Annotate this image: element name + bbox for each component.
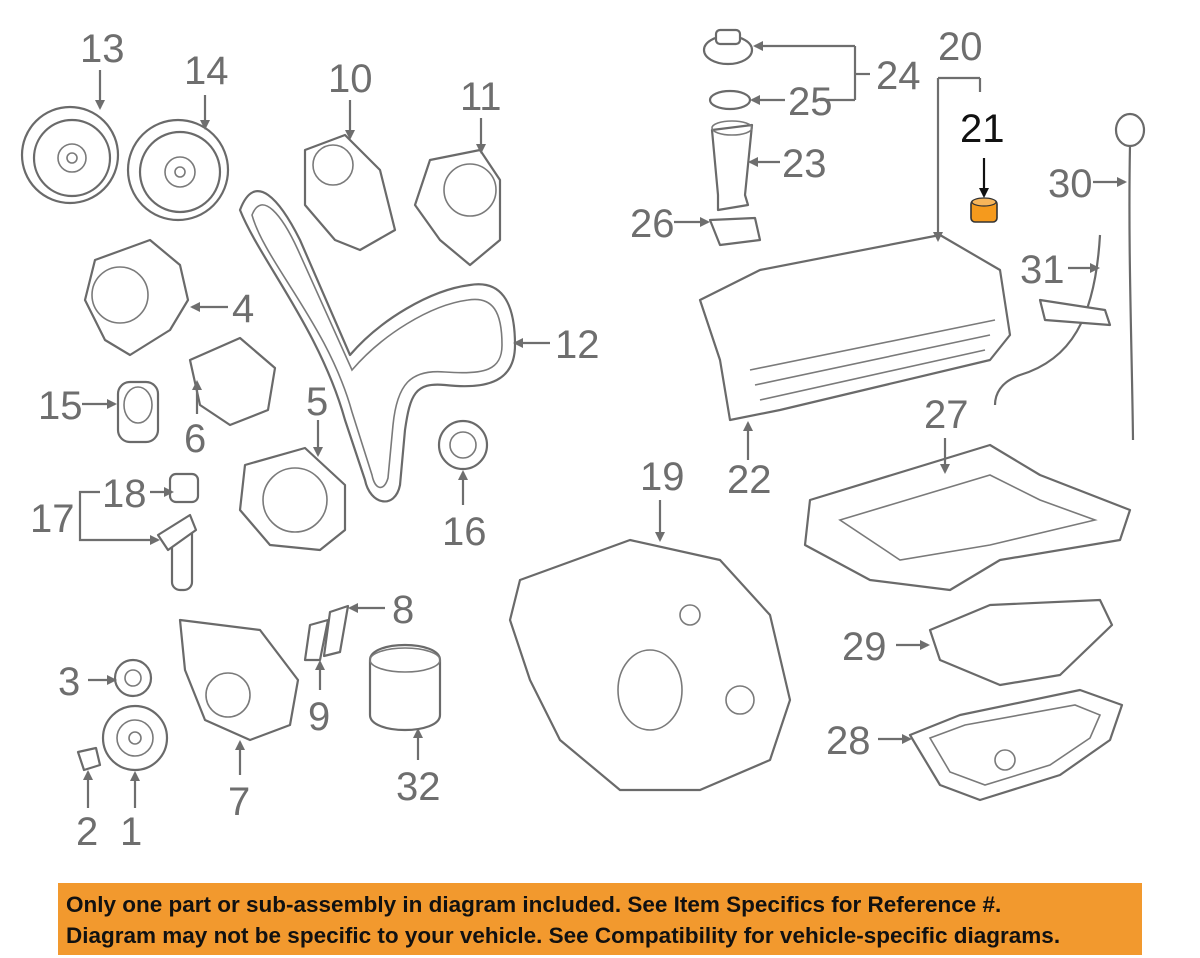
part-27-oil-pan-upper <box>803 443 1132 592</box>
part-14-camshaft-pulley <box>126 118 230 222</box>
callout-labels: 1 2 3 4 5 6 7 8 9 10 11 12 13 14 15 16 1… <box>30 25 1093 854</box>
callout-6: 6 <box>184 417 206 461</box>
part-4-housing <box>83 238 190 357</box>
disclaimer-line-1: Only one part or sub-assembly in diagram… <box>66 892 1002 917</box>
callout-10: 10 <box>328 57 373 101</box>
part-28-oil-pan-lower <box>908 688 1124 802</box>
part-12-timing-belt <box>238 190 517 503</box>
callout-24: 24 <box>876 54 921 98</box>
part-11-timing-cover <box>413 148 502 267</box>
part-32-oil-filter <box>368 644 442 731</box>
callout-27: 27 <box>924 393 969 437</box>
part-1-crankshaft-pulley <box>101 704 169 772</box>
callout-16: 16 <box>442 510 487 554</box>
callout-7: 7 <box>228 780 250 824</box>
disclaimer-banner: Only one part or sub-assembly in diagram… <box>58 883 1142 955</box>
callout-22: 22 <box>727 458 772 502</box>
part-8-gasket <box>322 604 350 658</box>
part-10-timing-cover <box>303 133 397 252</box>
part-6-bracket <box>188 336 277 427</box>
callout-20: 20 <box>938 25 983 69</box>
callout-21-highlighted: 21 <box>960 107 1005 151</box>
callout-13: 13 <box>80 27 125 71</box>
part-26-gasket <box>708 216 762 247</box>
part-24-oil-filler-cap <box>702 28 754 66</box>
part-18-sensor <box>168 472 200 504</box>
callout-5: 5 <box>306 380 328 424</box>
callout-14: 14 <box>184 49 229 93</box>
callout-17: 17 <box>30 497 75 541</box>
callout-1: 1 <box>120 810 142 854</box>
part-2-bolt <box>76 746 102 772</box>
callout-2: 2 <box>76 810 98 854</box>
part-17-sensor <box>156 513 198 592</box>
callout-9: 9 <box>308 695 330 739</box>
part-3-crank-gear <box>113 658 153 698</box>
callout-26: 26 <box>630 202 675 246</box>
part-30-dipstick <box>1114 112 1146 441</box>
callout-12: 12 <box>555 323 600 367</box>
callout-25: 25 <box>788 80 833 124</box>
callout-3: 3 <box>58 660 80 704</box>
callout-11: 11 <box>460 75 502 119</box>
part-22-valve-cover <box>698 233 1012 422</box>
disclaimer-line-2: Diagram may not be specific to your vehi… <box>66 923 1061 948</box>
callout-15: 15 <box>38 384 83 428</box>
callout-18: 18 <box>102 472 147 516</box>
part-13-camshaft-pulley <box>20 105 120 205</box>
part-15-idler-pulley <box>116 380 160 444</box>
callout-29: 29 <box>842 625 887 669</box>
callout-23: 23 <box>782 142 827 186</box>
part-7-lower-cover <box>178 618 300 742</box>
leader-lines <box>78 41 1127 808</box>
part-29-baffle-plate <box>928 598 1114 687</box>
part-21-highlighted-grommet <box>970 197 998 223</box>
part-23-filler-tube <box>710 120 754 212</box>
callout-4: 4 <box>232 287 254 331</box>
part-16-oil-seal <box>437 419 489 471</box>
part-5-tensioner <box>238 446 347 552</box>
callout-32: 32 <box>396 765 441 809</box>
callout-19: 19 <box>640 455 685 499</box>
part-31-dipstick-tube <box>993 234 1112 406</box>
callout-8: 8 <box>392 588 414 632</box>
engine-parts-diagram: 1 2 3 4 5 6 7 8 9 10 11 12 13 14 15 16 1… <box>20 25 1146 854</box>
part-25-cap-gasket <box>708 89 752 111</box>
callout-31: 31 <box>1020 248 1065 292</box>
part-19-front-housing <box>508 538 792 792</box>
callout-28: 28 <box>826 719 871 763</box>
callout-30: 30 <box>1048 162 1093 206</box>
